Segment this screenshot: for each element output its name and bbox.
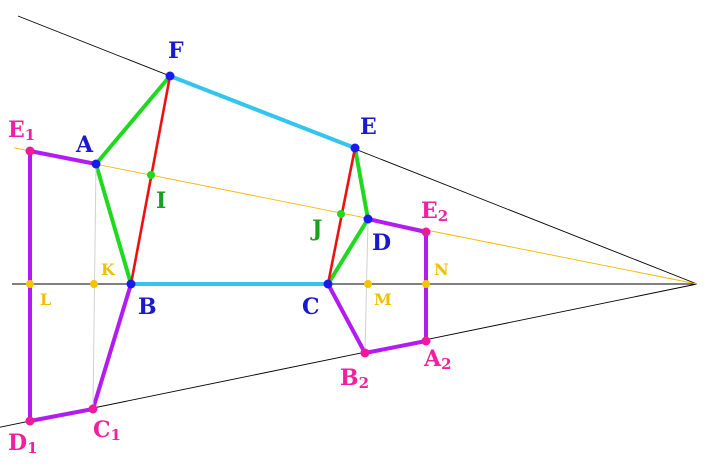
point-k-label: K xyxy=(101,260,116,279)
point-k-dot xyxy=(90,280,98,288)
point-b2-label: B2 xyxy=(340,365,369,392)
point-j-dot xyxy=(337,210,345,218)
segment-d-c xyxy=(326,217,370,286)
point-i-label: I xyxy=(156,188,166,214)
point-b-label: B xyxy=(138,294,157,320)
point-e2-dot xyxy=(421,227,431,237)
point-e1-dot xyxy=(25,146,35,156)
point-a-dot xyxy=(91,159,101,169)
segment-f-e xyxy=(168,74,357,150)
point-n-label: N xyxy=(434,260,449,279)
point-d1-dot xyxy=(25,416,35,426)
point-a2-label: A2 xyxy=(423,346,452,373)
point-d-dot xyxy=(363,214,373,224)
orange-ray-line xyxy=(13,147,698,285)
point-m-label: M xyxy=(374,290,392,309)
point-e1-label: E1 xyxy=(8,117,35,144)
point-e2-label: E2 xyxy=(421,198,448,225)
point-e-dot xyxy=(350,143,360,153)
lower-ray-line xyxy=(0,283,698,428)
segment-f-b xyxy=(129,74,172,286)
point-l-label: L xyxy=(40,290,51,309)
point-c1-label: C1 xyxy=(93,417,121,444)
segment-b2-c xyxy=(326,282,367,355)
point-f-label: F xyxy=(168,38,184,64)
point-b2-dot xyxy=(360,348,370,358)
point-c-dot xyxy=(323,279,333,289)
point-b-dot xyxy=(126,279,136,289)
point-markers xyxy=(25,71,431,426)
point-n-dot xyxy=(422,280,430,288)
point-c1-dot xyxy=(88,404,98,414)
segment-d1-c1 xyxy=(28,407,95,423)
segment-c1-b xyxy=(91,282,133,411)
point-e-label: E xyxy=(360,114,377,140)
point-a-label: A xyxy=(75,132,94,158)
point-i-dot xyxy=(147,171,155,179)
point-a2-dot xyxy=(421,336,431,346)
point-d-label: D xyxy=(372,230,391,256)
segment-a2-b2 xyxy=(363,339,428,355)
point-j-label: J xyxy=(310,216,322,242)
point-c-label: C xyxy=(302,294,320,320)
segment-e-d xyxy=(353,146,370,221)
segment-a-b xyxy=(94,162,133,286)
segment-e1-a xyxy=(28,149,98,166)
point-d1-label: D1 xyxy=(8,430,38,457)
point-m-dot xyxy=(364,280,372,288)
point-l-dot xyxy=(26,280,34,288)
point-f-dot xyxy=(165,71,175,81)
segment-f-a xyxy=(94,74,172,166)
segment-d-e2 xyxy=(366,217,428,234)
